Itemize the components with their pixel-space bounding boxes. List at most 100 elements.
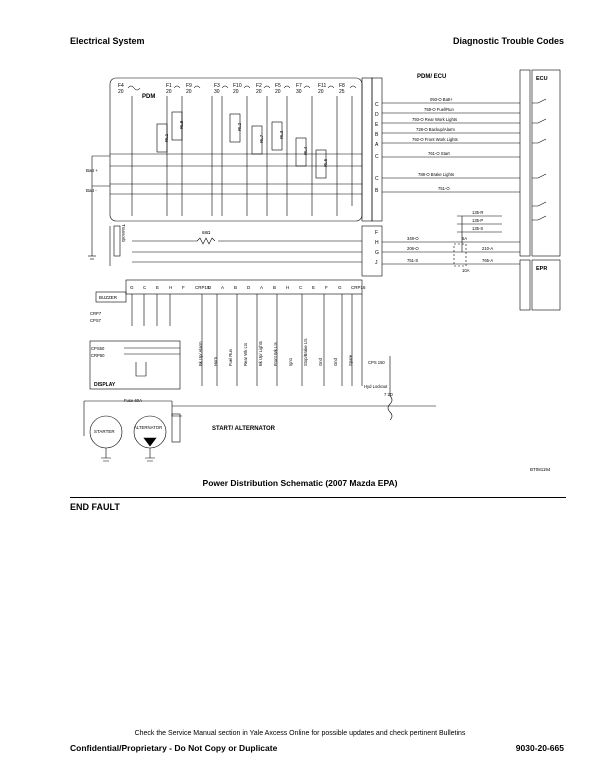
fuse-amps: 20 bbox=[233, 89, 239, 95]
bottom-pin-label: F bbox=[325, 285, 328, 290]
pin-letter: F bbox=[375, 230, 378, 236]
pin-letter: C bbox=[375, 102, 379, 108]
confidential-notice: Confidential/Proprietary - Do Not Copy o… bbox=[70, 743, 278, 753]
figure-id: BT081194 bbox=[530, 467, 551, 472]
ecu-signal-lines bbox=[382, 102, 520, 193]
start-alternator-title: START/ ALTERNATOR bbox=[212, 426, 276, 432]
crp50-label: CRP50 bbox=[91, 353, 105, 358]
wire-label: 135-P bbox=[472, 218, 483, 223]
pin-letter: E bbox=[375, 122, 379, 128]
bottom-pin-label: B bbox=[273, 285, 276, 290]
figure-caption: Power Distribution Schematic (2007 Mazda… bbox=[202, 478, 398, 488]
epr-box bbox=[531, 259, 561, 311]
lower-connector-strip bbox=[361, 225, 383, 277]
left-labels: Batt + Batt - Transorb bbox=[86, 168, 126, 242]
circuit-label: Gnd bbox=[333, 357, 338, 366]
fuse-amps: 20 bbox=[186, 89, 192, 95]
bottom-wires bbox=[131, 294, 363, 386]
fuse-label: F1 bbox=[166, 83, 172, 89]
pin-letter: J bbox=[375, 260, 378, 266]
pin-letter: D bbox=[375, 112, 379, 118]
wire-label: 206-O bbox=[407, 246, 419, 251]
ecu-switches bbox=[532, 98, 547, 221]
relay-label: RL4 bbox=[303, 146, 308, 155]
fuse-row: F4 20 F1 20 F9 20 F3 30 F10 20 F2 20 F5 … bbox=[118, 83, 345, 95]
wire-label: 349-O bbox=[407, 236, 419, 241]
alternator-ground-icon bbox=[145, 448, 155, 462]
circuit-label: Horn bbox=[213, 356, 218, 366]
fuse-label: F8 bbox=[339, 83, 345, 89]
bottom-pin-label: A bbox=[260, 285, 263, 290]
signal-label: 728-O Backup/Alarm bbox=[416, 127, 455, 132]
pin-7-label: 7 2D bbox=[384, 392, 393, 397]
pdm-internal-wiring bbox=[110, 96, 362, 216]
fuse-symbols bbox=[127, 85, 357, 91]
bottom-connector-strip bbox=[125, 279, 363, 295]
starter-label: STARTER bbox=[94, 429, 115, 434]
signal-label: 788-O Brake Lights bbox=[418, 172, 454, 177]
fuse-label: F7 bbox=[296, 83, 302, 89]
batt-minus-label: Batt - bbox=[86, 188, 97, 193]
battery-section bbox=[88, 155, 121, 266]
pin-letter: H bbox=[375, 240, 379, 246]
starter-ground-icon bbox=[101, 448, 111, 462]
display-wiring bbox=[124, 347, 180, 377]
ecu-title: ECU bbox=[536, 76, 548, 82]
epr-title: EPR bbox=[536, 266, 547, 272]
relay-label: RL1 bbox=[164, 133, 169, 142]
fuse-label: F10 bbox=[233, 83, 242, 89]
fuse-amps: 20 bbox=[256, 89, 262, 95]
batt-plus-label: Batt + bbox=[86, 168, 98, 173]
relay-label: RL2 bbox=[237, 122, 242, 131]
fuse-amps: 30 bbox=[296, 89, 302, 95]
alternator-connector bbox=[171, 413, 181, 443]
alternator-diode-icon bbox=[143, 437, 157, 447]
fuse-amps: 20 bbox=[118, 89, 124, 95]
bottom-pin-label: G bbox=[130, 285, 134, 290]
display-box bbox=[89, 340, 181, 390]
circuit-label: Fuel Run bbox=[228, 348, 233, 366]
bottom-pin-label: H bbox=[286, 285, 289, 290]
fuse-amps: 20 bbox=[275, 89, 281, 95]
pin-letter: B bbox=[375, 188, 379, 194]
relay-group: RL1 RL8 RL2 RL7 RL3 RL4 RL5 bbox=[156, 111, 328, 179]
relay-label: RL7 bbox=[259, 134, 264, 143]
circuit-label: Bk Up/ Alarm bbox=[198, 341, 203, 366]
cps7-label: CPS7 bbox=[90, 318, 102, 323]
circuit-label: Ign1 bbox=[288, 357, 293, 366]
resistor-symbol bbox=[196, 237, 216, 245]
bottom-pin-label: H bbox=[169, 285, 172, 290]
fuse-5a-label: 5A bbox=[462, 236, 467, 241]
relay-label: RL5 bbox=[323, 158, 328, 167]
header-right: Diagnostic Trouble Codes bbox=[452, 36, 564, 46]
hyd-lockout-coil bbox=[387, 356, 393, 421]
relay-rl5 bbox=[315, 149, 327, 179]
lower-right-wiring bbox=[382, 215, 520, 267]
resistor-label: 68Ω bbox=[202, 230, 211, 235]
pin-letter: C bbox=[375, 176, 379, 182]
wire-label: 135-R bbox=[472, 210, 483, 215]
crp7-label: CRP7 bbox=[90, 311, 102, 316]
pdm-ecu-title: PDM/ ECU bbox=[417, 74, 446, 80]
power-distribution-schematic: PDM F4 20 F1 20 F9 20 F3 30 F10 20 F2 20… bbox=[83, 69, 561, 472]
starter-wiring bbox=[83, 400, 436, 436]
connector-letters: C D E B A C C B F H G J bbox=[375, 102, 379, 266]
relay-rl3 bbox=[271, 121, 283, 151]
bottom-pin-label: D bbox=[208, 285, 212, 290]
circuit-label: Bk Up/ Lights bbox=[258, 341, 263, 366]
fuse-amps: 30 bbox=[214, 89, 220, 95]
signal-label: 751-O bbox=[438, 186, 450, 191]
cps150-label: CPS 150 bbox=[368, 360, 385, 365]
fuse-label: F5 bbox=[275, 83, 281, 89]
footer-note: Check the Service Manual section in Yale… bbox=[134, 730, 466, 737]
pin-letter: C bbox=[375, 154, 379, 160]
relay-label: RL3 bbox=[279, 130, 284, 139]
circuit-label: Rear Wk Lts bbox=[243, 343, 248, 366]
fuse-label: F4 bbox=[118, 83, 124, 89]
epr-connector bbox=[519, 259, 531, 311]
bottom-pin-label: C bbox=[143, 285, 147, 290]
signal-label: 792-O Front Work Lights bbox=[412, 137, 458, 142]
bottom-pin-label: A bbox=[221, 285, 224, 290]
wire-label: 135-S bbox=[472, 226, 483, 231]
